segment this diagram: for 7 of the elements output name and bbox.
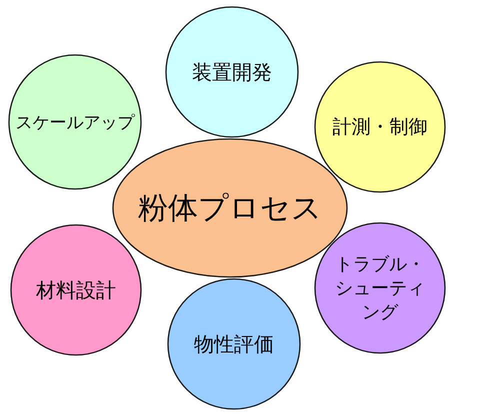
- topic-label: スケールアップ: [16, 112, 134, 134]
- center-label: 粉体プロセス: [138, 190, 322, 228]
- topic-label: 装置開発: [192, 58, 272, 86]
- topic-label: 計測・制御: [332, 115, 428, 140]
- topic-label: トラブル・シューティング: [334, 253, 426, 324]
- topic-label: 材料設計: [36, 276, 116, 304]
- topic-label: 物性評価: [194, 330, 274, 358]
